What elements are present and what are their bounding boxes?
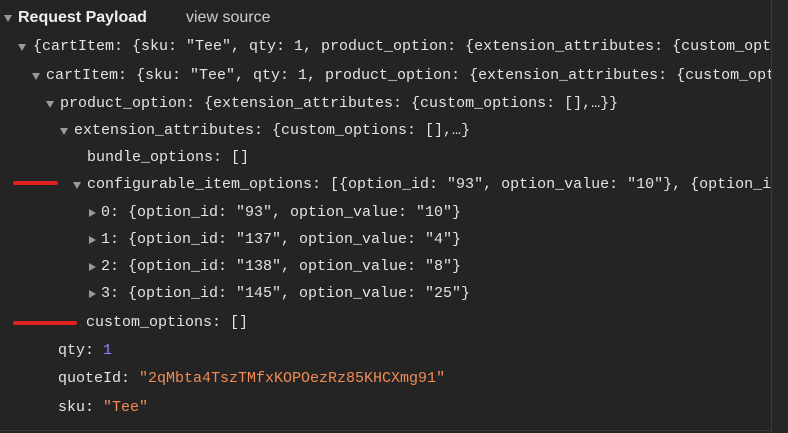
red-annotation-line bbox=[13, 321, 77, 325]
row-text: extension_attributes: {custom_options: [… bbox=[74, 122, 471, 139]
row-text: custom_options: [] bbox=[86, 314, 249, 331]
tree-row-qty: qty: 1 bbox=[58, 339, 112, 363]
section-title: Request Payload bbox=[18, 9, 147, 26]
tree-row-bundle-options: bundle_options: [] bbox=[87, 146, 249, 170]
tree-row-custom-options: custom_options: [] bbox=[86, 311, 248, 335]
expand-triangle-icon[interactable] bbox=[60, 128, 68, 135]
expand-triangle-icon[interactable] bbox=[4, 15, 12, 22]
tree-row-option-0[interactable]: 0: {option_id: "93", option_value: "10"} bbox=[89, 201, 462, 225]
value: "2qMbta4TszTMfxKOPOezRz85KHCXmg91" bbox=[139, 370, 446, 387]
row-text: 2: {option_id: "138", option_value: "8"} bbox=[101, 258, 462, 275]
tree-row-extension-attributes[interactable]: extension_attributes: {custom_options: [… bbox=[60, 119, 471, 143]
value: "Tee" bbox=[103, 399, 149, 416]
divider bbox=[0, 430, 771, 431]
side-panel-edge bbox=[772, 0, 788, 433]
tree-row-product-option[interactable]: product_option: {extension_attributes: {… bbox=[46, 92, 619, 116]
key: sku: bbox=[58, 399, 104, 416]
key: quoteId: bbox=[58, 370, 140, 387]
value: 1 bbox=[103, 342, 113, 359]
collapsed-triangle-icon[interactable] bbox=[89, 263, 96, 271]
tree-row-cartitem[interactable]: cartItem: {sku: "Tee", qty: 1, product_o… bbox=[32, 64, 771, 88]
expand-triangle-icon[interactable] bbox=[18, 44, 26, 51]
tree-row-quoteid: quoteId: "2qMbta4TszTMfxKOPOezRz85KHCXmg… bbox=[58, 367, 445, 391]
payload-panel: Request Payload view source {cartItem: {… bbox=[0, 0, 772, 433]
red-annotation-line bbox=[13, 181, 58, 185]
row-text: 0: {option_id: "93", option_value: "10"} bbox=[101, 204, 462, 221]
tree-row-root[interactable]: {cartItem: {sku: "Tee", qty: 1, product_… bbox=[18, 35, 772, 59]
tree-row-configurable-item-options[interactable]: configurable_item_options: [{option_id: … bbox=[73, 173, 772, 197]
row-text: 3: {option_id: "145", option_value: "25"… bbox=[101, 285, 471, 302]
collapsed-triangle-icon[interactable] bbox=[89, 290, 96, 298]
expand-triangle-icon[interactable] bbox=[32, 73, 40, 80]
row-text: configurable_item_options: [{option_id: … bbox=[87, 176, 772, 193]
expand-triangle-icon[interactable] bbox=[46, 101, 54, 108]
key: qty: bbox=[58, 342, 104, 359]
row-text: product_option: {extension_attributes: {… bbox=[60, 95, 619, 112]
row-text: {cartItem: {sku: "Tee", qty: 1, product_… bbox=[33, 38, 772, 55]
row-text: bundle_options: [] bbox=[87, 149, 250, 166]
collapsed-triangle-icon[interactable] bbox=[89, 209, 96, 217]
view-source-link[interactable]: view source bbox=[186, 9, 271, 26]
collapsed-triangle-icon[interactable] bbox=[89, 236, 96, 244]
tree-row-option-1[interactable]: 1: {option_id: "137", option_value: "4"} bbox=[89, 228, 462, 252]
expand-triangle-icon[interactable] bbox=[73, 182, 81, 189]
tree-row-option-3[interactable]: 3: {option_id: "145", option_value: "25"… bbox=[89, 282, 471, 306]
tree-row-option-2[interactable]: 2: {option_id: "138", option_value: "8"} bbox=[89, 255, 462, 279]
tree-row-sku: sku: "Tee" bbox=[58, 396, 148, 420]
row-text: 1: {option_id: "137", option_value: "4"} bbox=[101, 231, 462, 248]
row-text: cartItem: {sku: "Tee", qty: 1, product_o… bbox=[46, 67, 771, 84]
